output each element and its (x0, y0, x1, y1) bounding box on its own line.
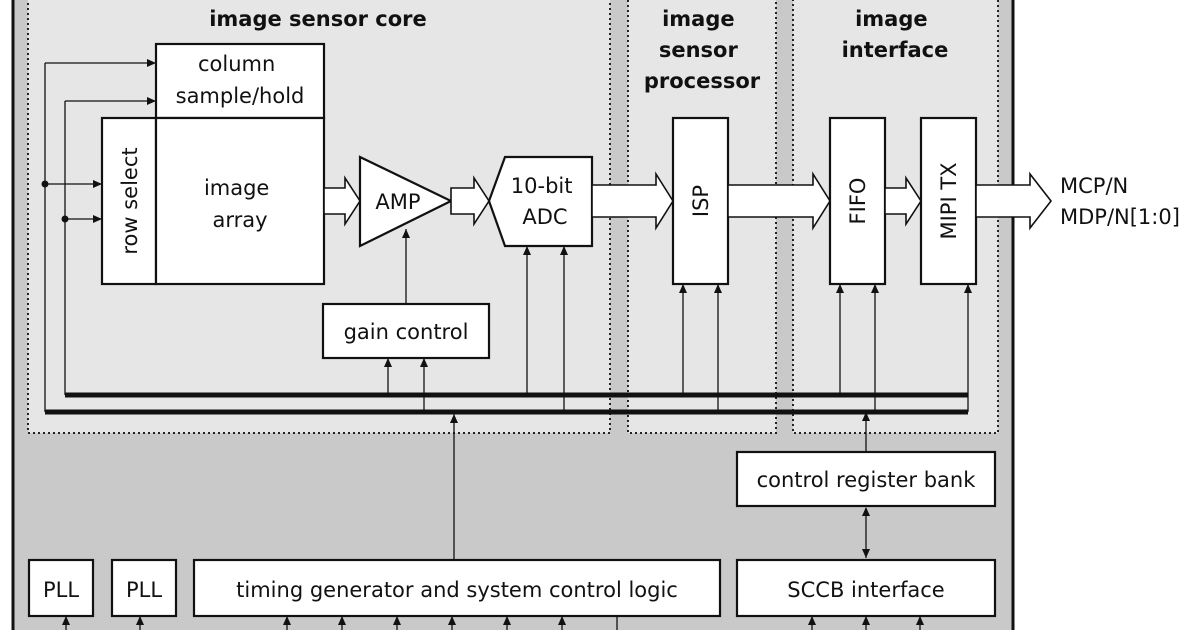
image-array-block (154, 116, 326, 286)
amp-label: AMP (375, 190, 420, 214)
gain-control-block (321, 302, 491, 360)
pll-block-2 (110, 558, 178, 618)
column-sample-hold-label: column sample/hold (176, 52, 305, 108)
dataflow-arrow-adc-to-isp (591, 171, 674, 231)
dataflow-arrow-array-to-amp (323, 175, 361, 227)
dataflow-arrow-fifo-to-mipi (884, 175, 922, 227)
row-select-block (100, 116, 158, 286)
sccb-interface-block (735, 558, 997, 618)
pll-label-2: PLL (126, 578, 162, 602)
gain-control-label: gain control (344, 320, 469, 344)
pll-label-1: PLL (43, 578, 79, 602)
section-title-interface: image interface (842, 7, 949, 62)
fifo-label: FIFO (846, 178, 870, 225)
fifo-block (828, 116, 887, 286)
image-array-label: image array (204, 176, 276, 232)
section-title-processor: image sensor processor (644, 7, 761, 93)
row-select-label: row select (118, 147, 142, 254)
sccb-interface-label: SCCB interface (787, 578, 944, 602)
dataflow-arrow-output (975, 171, 1053, 231)
timing-generator-block (192, 558, 722, 618)
dataflow-arrow-isp-to-fifo (727, 171, 831, 231)
mipi-tx-label: MIPI TX (937, 162, 961, 239)
pll-block-1 (27, 558, 95, 618)
amp-block (358, 155, 454, 248)
adc-block (487, 155, 594, 248)
section-title-core: image sensor core (209, 7, 427, 31)
adc-label: 10-bit ADC (511, 174, 579, 229)
junction-dot-2 (61, 215, 69, 223)
dataflow-arrow-amp-to-adc (450, 175, 490, 227)
timing-generator-label: timing generator and system control logi… (236, 578, 678, 602)
isp-label: ISP (689, 185, 713, 217)
column-sample-hold-block (154, 42, 326, 120)
output-signal-labels: MCP/N MDP/N[1:0] (1060, 174, 1180, 229)
junction-dot-1 (41, 180, 49, 188)
control-register-bank-block (735, 450, 997, 508)
control-register-bank-label: control register bank (757, 468, 977, 492)
bottom-input-pins (62, 616, 924, 630)
mipi-tx-block (919, 116, 978, 286)
